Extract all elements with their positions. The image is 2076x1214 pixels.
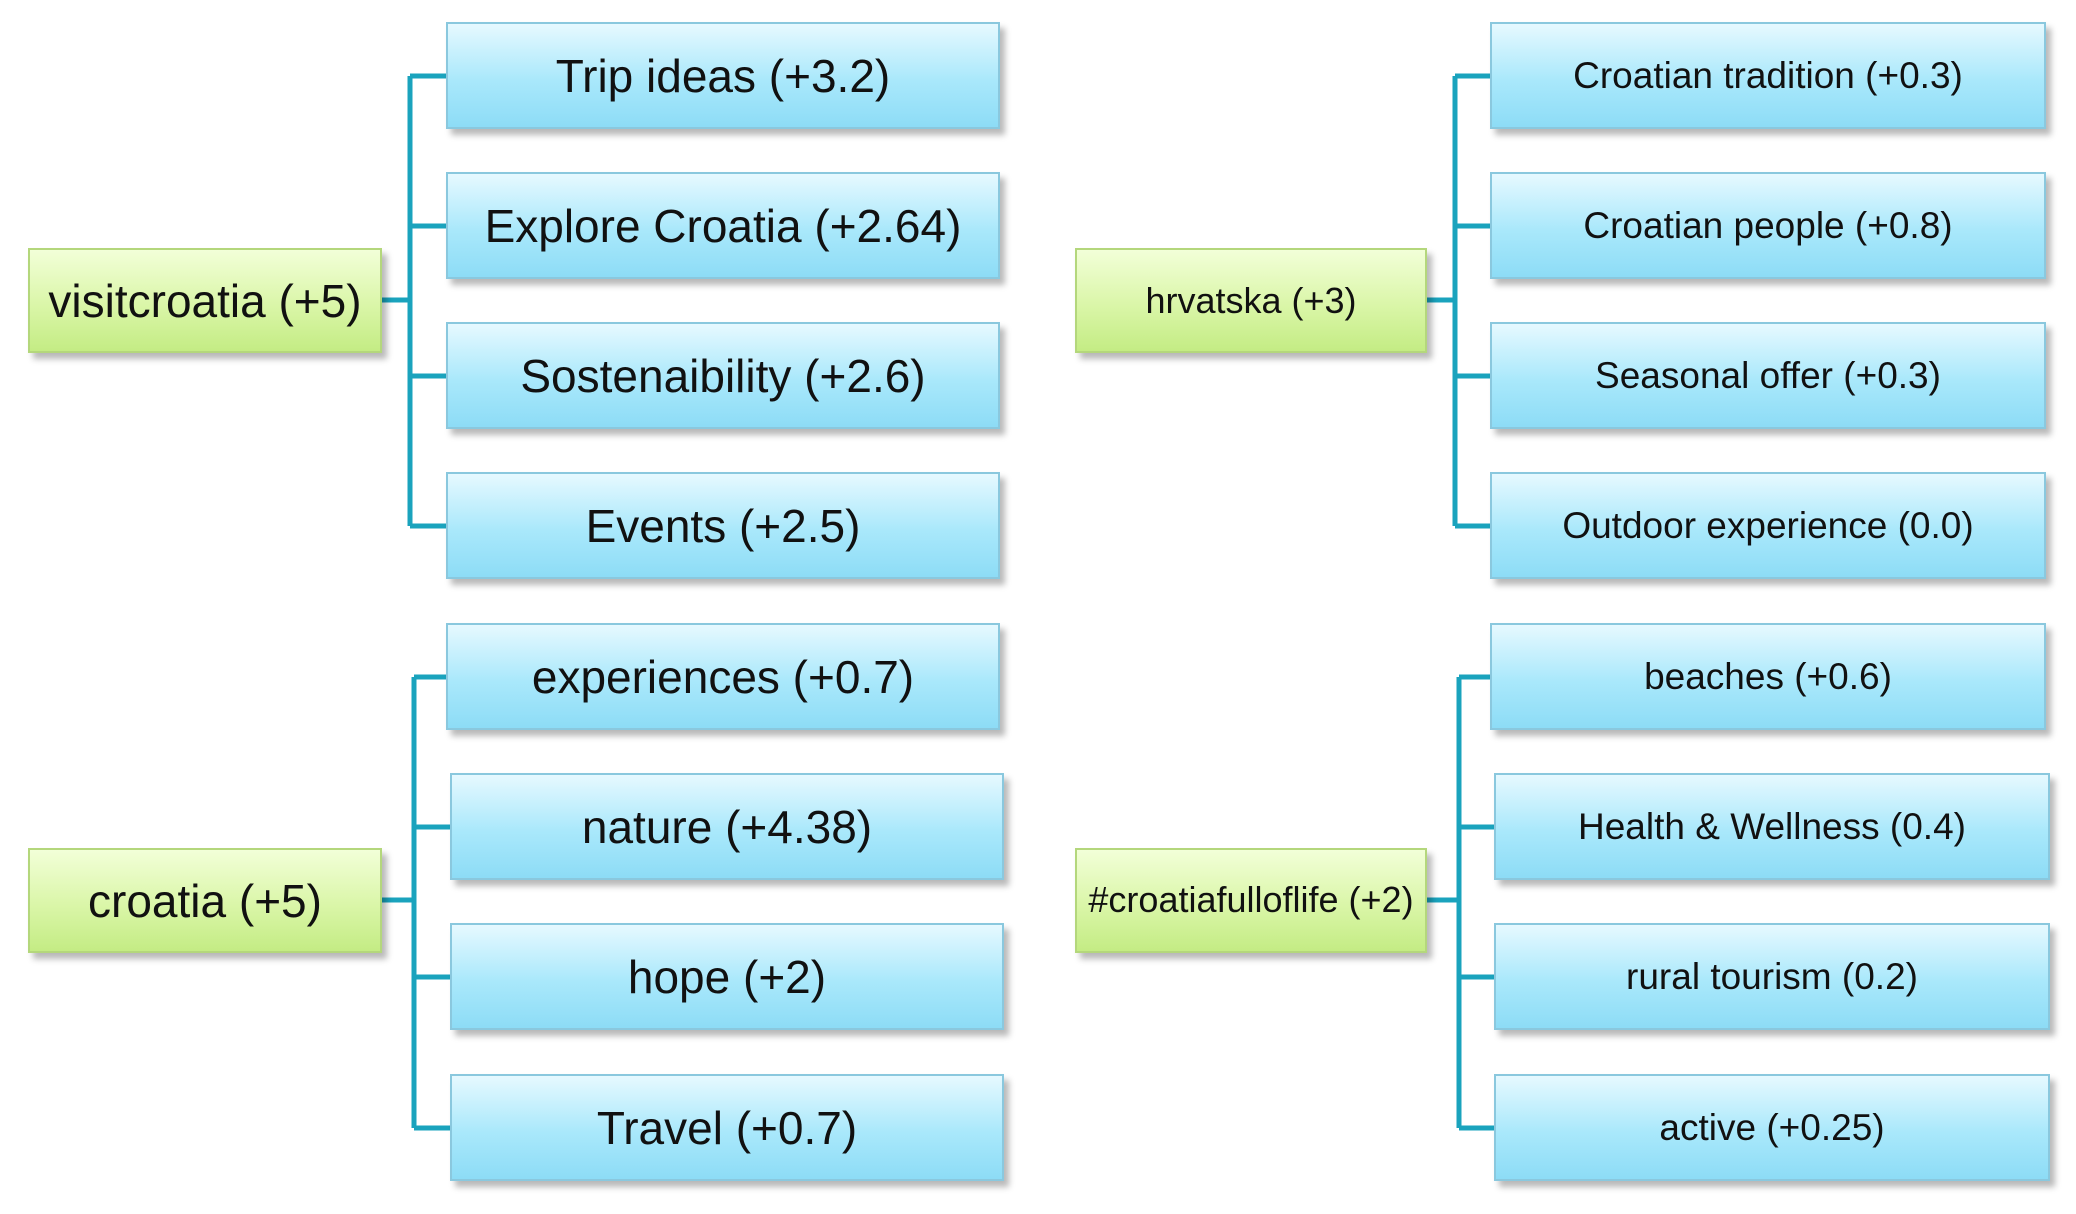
child-node-health-wellness: Health & Wellness (0.4) xyxy=(1494,773,2050,880)
child-node-croatian-tradition: Croatian tradition (+0.3) xyxy=(1490,22,2046,129)
child-label: Travel (+0.7) xyxy=(596,1101,858,1154)
child-node-nature: nature (+4.38) xyxy=(450,773,1004,880)
child-node-sostenaibility: Sostenaibility (+2.6) xyxy=(446,322,1000,429)
root-label: croatia (+5) xyxy=(88,874,322,927)
root-label: visitcroatia (+5) xyxy=(48,274,362,327)
child-label: Explore Croatia (+2.64) xyxy=(484,199,962,252)
root-label: #croatiafulloflife (+2) xyxy=(1088,879,1414,921)
root-node-croatiafulloflife: #croatiafulloflife (+2) xyxy=(1075,848,1427,953)
child-node-hope: hope (+2) xyxy=(450,923,1004,1030)
root-node-hrvatska: hrvatska (+3) xyxy=(1075,248,1427,353)
child-label: Seasonal offer (+0.3) xyxy=(1595,354,1941,396)
child-label: Events (+2.5) xyxy=(585,499,861,552)
child-label: experiences (+0.7) xyxy=(531,650,915,703)
connector-hrvatska xyxy=(1427,73,1490,529)
child-label: beaches (+0.6) xyxy=(1644,655,1892,697)
child-node-trip-ideas: Trip ideas (+3.2) xyxy=(446,22,1000,129)
root-node-visitcroatia: visitcroatia (+5) xyxy=(28,248,382,353)
child-node-active: active (+0.25) xyxy=(1494,1074,2050,1181)
child-node-outdoor-experience: Outdoor experience (0.0) xyxy=(1490,472,2046,579)
child-node-seasonal-offer: Seasonal offer (+0.3) xyxy=(1490,322,2046,429)
child-node-events: Events (+2.5) xyxy=(446,472,1000,579)
child-node-croatian-people: Croatian people (+0.8) xyxy=(1490,172,2046,279)
child-label: Trip ideas (+3.2) xyxy=(555,49,891,102)
child-label: hope (+2) xyxy=(627,950,827,1003)
child-label: active (+0.25) xyxy=(1659,1106,1885,1148)
child-node-beaches: beaches (+0.6) xyxy=(1490,623,2046,730)
root-label: hrvatska (+3) xyxy=(1145,279,1357,321)
child-node-rural-tourism: rural tourism (0.2) xyxy=(1494,923,2050,1030)
root-node-croatia: croatia (+5) xyxy=(28,848,382,953)
child-label: Sostenaibility (+2.6) xyxy=(520,349,926,402)
child-label: Health & Wellness (0.4) xyxy=(1578,805,1966,847)
child-label: Outdoor experience (0.0) xyxy=(1562,504,1974,546)
child-node-travel: Travel (+0.7) xyxy=(450,1074,1004,1181)
connector-visitcroatia xyxy=(382,73,446,529)
connector-croatia xyxy=(382,674,450,1131)
child-label: rural tourism (0.2) xyxy=(1626,955,1918,997)
child-label: nature (+4.38) xyxy=(581,800,873,853)
child-node-experiences: experiences (+0.7) xyxy=(446,623,1000,730)
child-label: Croatian tradition (+0.3) xyxy=(1573,54,1963,96)
connector-croatiafulloflife xyxy=(1427,674,1494,1131)
child-label: Croatian people (+0.8) xyxy=(1583,204,1953,246)
child-node-explore-croatia: Explore Croatia (+2.64) xyxy=(446,172,1000,279)
